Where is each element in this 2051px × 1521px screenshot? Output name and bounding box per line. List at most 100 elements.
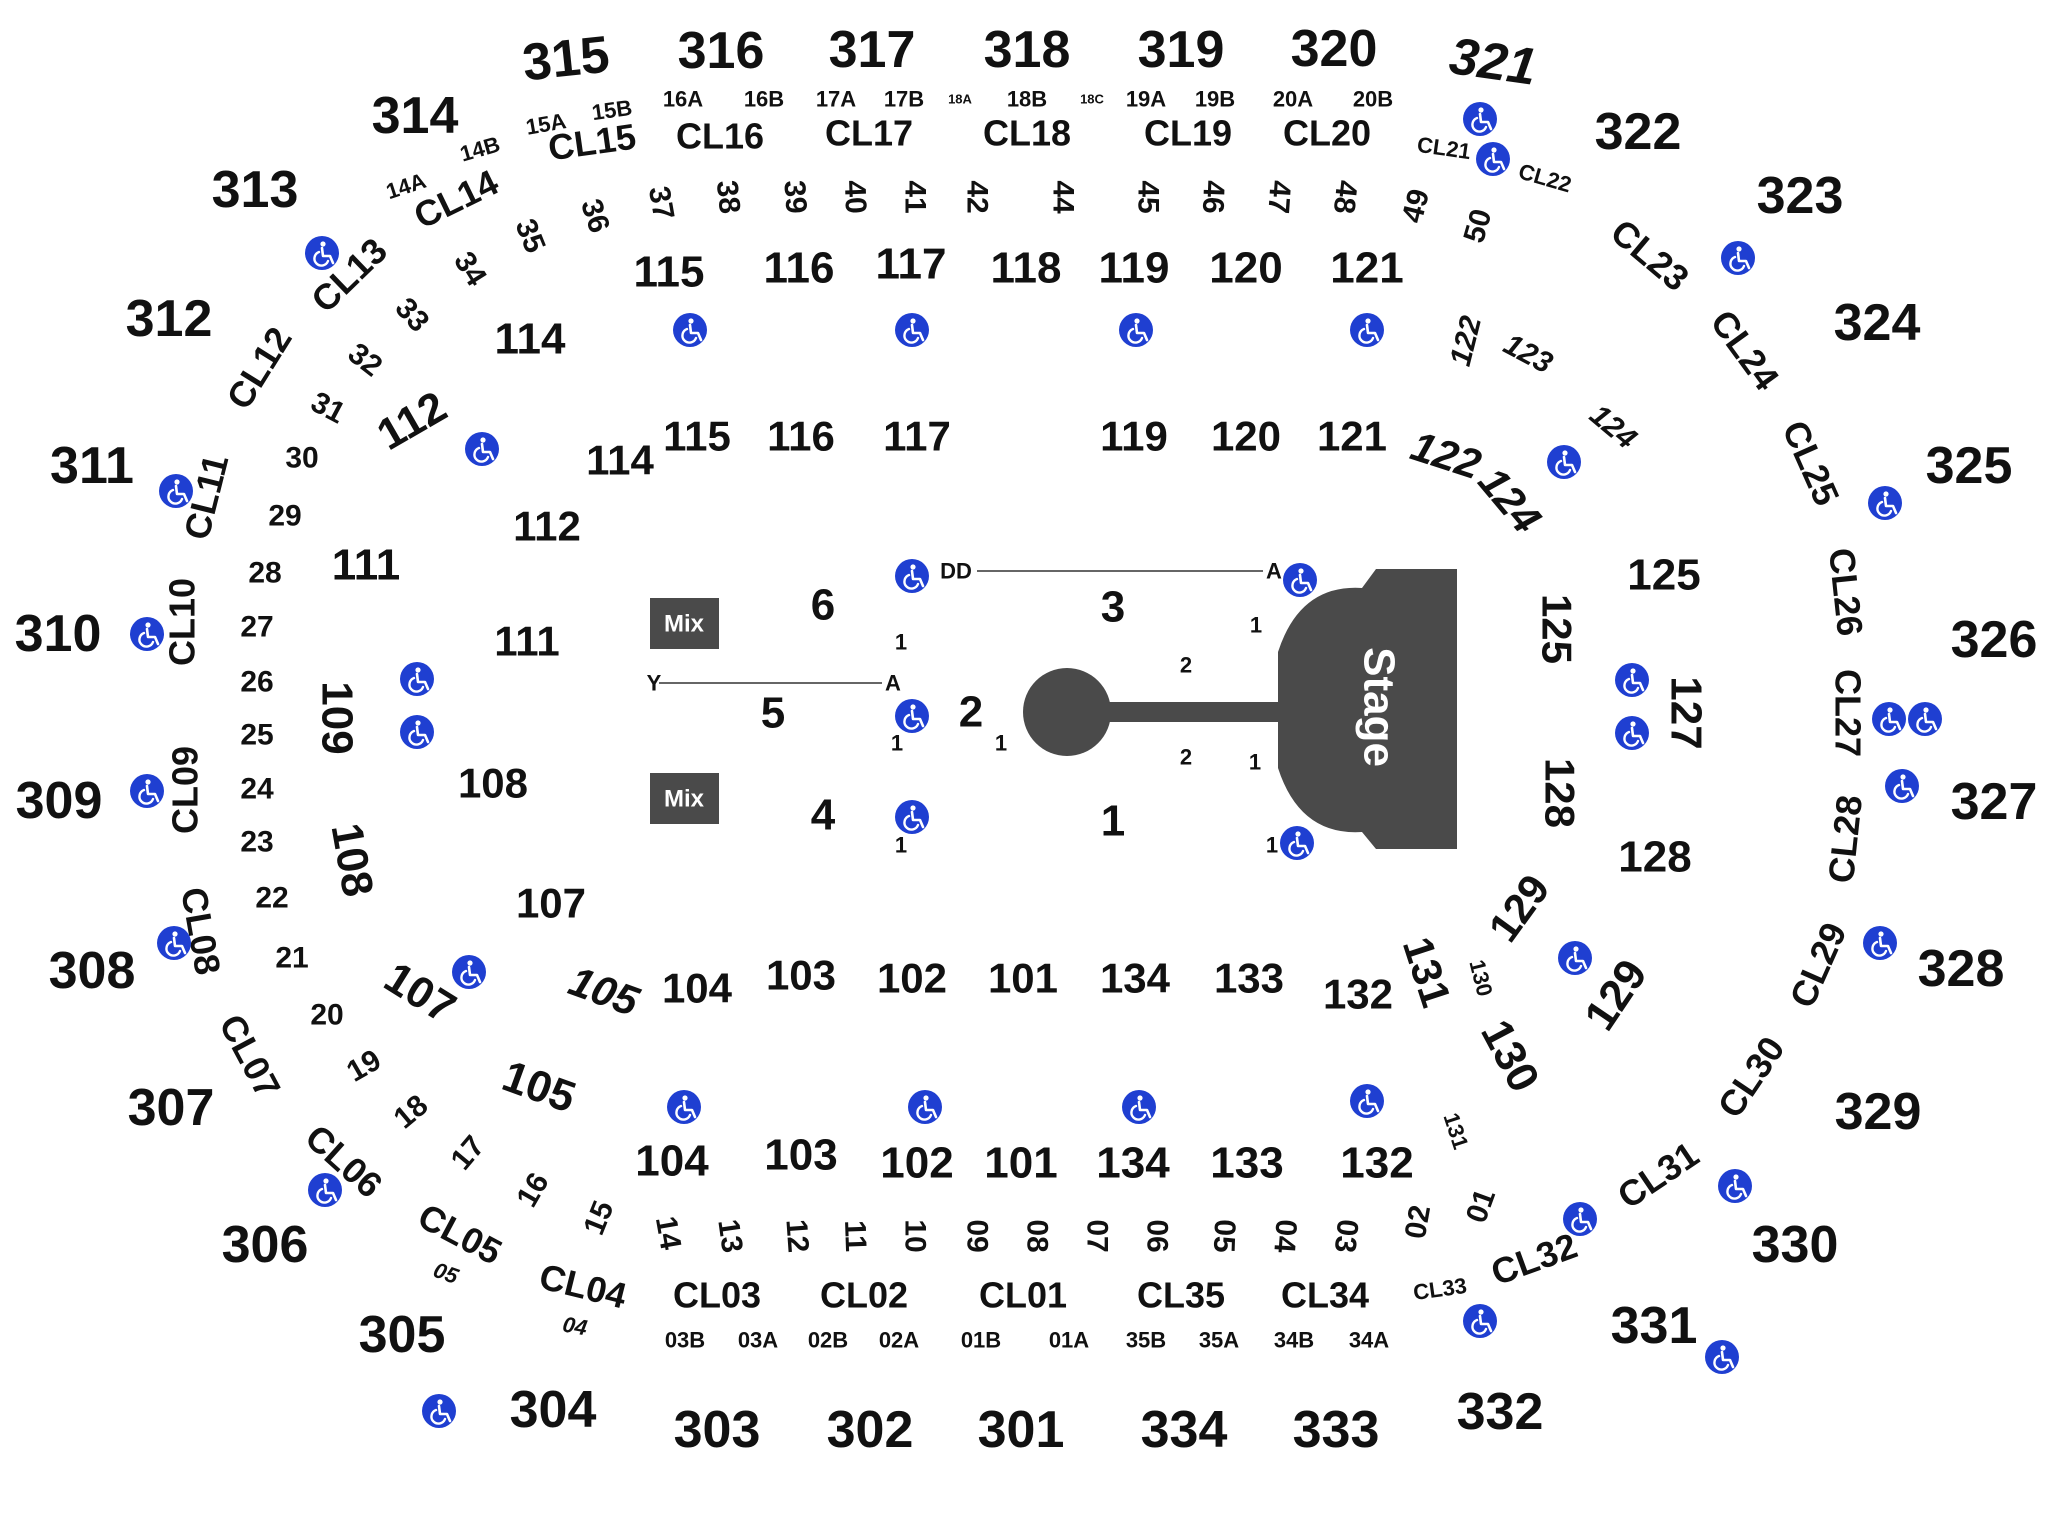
club-box[interactable]: CL04 [535,1255,630,1316]
club-box[interactable]: CL31 [1610,1133,1706,1216]
club-box[interactable]: CL12 [218,320,299,416]
floor-section[interactable]: 6 [811,581,835,630]
club-box[interactable]: CL02 [820,1275,908,1316]
lower-section[interactable]: 119 [1099,244,1170,293]
upper-section[interactable]: 313 [212,161,299,219]
lower-section-inner[interactable]: 101 [988,955,1058,1002]
club-box[interactable]: CL20 [1283,113,1371,154]
lower-section-inner[interactable]: 133 [1214,955,1284,1002]
club-box[interactable]: CL10 [162,578,203,666]
lower-section[interactable]: 133 [1210,1139,1283,1188]
upper-section[interactable]: 330 [1752,1216,1839,1274]
lower-section[interactable]: 111 [332,541,401,590]
upper-section[interactable]: 317 [829,21,916,79]
upper-section[interactable]: 324 [1834,294,1921,352]
lower-section-inner[interactable]: 122 [1405,422,1486,488]
lower-section-inner[interactable]: 102 [877,955,947,1002]
lower-section-inner[interactable]: 128 [1537,758,1584,828]
lower-section-inner[interactable]: 121 [1317,413,1387,460]
upper-section[interactable]: 305 [359,1306,446,1364]
lower-section-inner[interactable]: 129 [1479,866,1558,950]
club-box[interactable]: CL29 [1781,916,1854,1013]
upper-section[interactable]: 310 [15,605,102,663]
lower-section-inner[interactable]: 116 [767,413,835,460]
upper-section[interactable]: 311 [50,437,134,495]
upper-section[interactable]: 329 [1835,1083,1922,1141]
floor-section[interactable]: 2 [959,688,983,737]
upper-section[interactable]: 315 [520,26,612,93]
lower-section[interactable]: 118 [991,244,1062,293]
upper-section[interactable]: 309 [16,772,103,830]
lower-section[interactable]: 107 [376,953,464,1033]
club-box[interactable]: CL32 [1486,1225,1583,1294]
club-box[interactable]: CL27 [1828,669,1869,757]
lower-section-inner[interactable]: 117 [883,413,951,460]
lower-section[interactable]: 108 [321,820,382,901]
lower-section-inner[interactable]: 112 [513,503,581,550]
lower-section[interactable]: 112 [369,382,455,460]
club-box[interactable]: CL24 [1703,302,1788,397]
lower-section-inner[interactable]: 108 [458,760,528,807]
lower-section[interactable]: 128 [1618,833,1691,882]
lower-section[interactable]: 132 [1340,1139,1413,1188]
upper-section[interactable]: 304 [510,1381,597,1439]
upper-section[interactable]: 301 [978,1401,1065,1459]
lower-section[interactable]: 109 [313,681,362,754]
lower-section[interactable]: 125 [1627,551,1700,600]
floor-section[interactable]: 5 [761,689,785,738]
club-box[interactable]: CL34 [1281,1275,1369,1316]
upper-section[interactable]: 316 [678,22,765,80]
upper-section[interactable]: 325 [1926,437,2013,495]
club-box[interactable]: CL23 [1603,211,1697,299]
lower-section-inner[interactable]: 103 [766,952,836,999]
upper-section[interactable]: 331 [1611,1297,1698,1355]
lower-section-inner[interactable]: 119 [1100,413,1168,460]
upper-section[interactable]: 318 [984,21,1071,79]
lower-section[interactable]: 101 [984,1139,1057,1188]
lower-section[interactable]: 130 [1471,1012,1549,1100]
lower-section[interactable]: 127 [1662,676,1711,749]
lower-section-inner[interactable]: 131 [1394,931,1460,1012]
floor-section[interactable]: 1 [1101,797,1125,846]
lower-section[interactable]: 134 [1096,1139,1170,1188]
lower-section[interactable]: 121 [1330,244,1403,293]
lower-section[interactable]: 105 [496,1051,582,1122]
upper-section[interactable]: 327 [1951,773,2038,831]
upper-section[interactable]: 306 [222,1216,309,1274]
club-box[interactable]: CL09 [165,746,206,834]
club-box[interactable]: CL28 [1820,793,1870,885]
upper-section[interactable]: 303 [674,1401,761,1459]
lower-section-inner[interactable]: 134 [1100,955,1171,1002]
upper-section[interactable]: 308 [49,942,136,1000]
upper-section[interactable]: 307 [128,1079,215,1137]
lower-section[interactable]: 120 [1209,244,1282,293]
club-box[interactable]: CL07 [211,1008,289,1105]
lower-section[interactable]: 117 [876,240,947,289]
club-box[interactable]: CL05 [412,1195,509,1273]
club-box[interactable]: CL19 [1144,113,1232,154]
lower-section-inner[interactable]: 114 [586,437,654,484]
lower-section-inner[interactable]: 132 [1323,971,1393,1018]
club-box[interactable]: CL03 [673,1275,761,1316]
club-box[interactable]: CL01 [979,1275,1067,1316]
club-box[interactable]: CL25 [1774,414,1847,511]
club-box[interactable]: CL26 [1821,546,1871,638]
upper-section[interactable]: 312 [126,290,213,348]
lower-section[interactable]: 115 [634,248,705,297]
lower-section-inner[interactable]: 115 [663,413,731,460]
upper-section[interactable]: 314 [372,87,459,145]
club-box[interactable]: CL17 [825,113,913,154]
upper-section[interactable]: 333 [1293,1401,1380,1459]
lower-section-inner[interactable]: 111 [494,618,559,665]
lower-section[interactable]: 104 [635,1137,709,1186]
floor-section[interactable]: 4 [811,791,836,840]
upper-section[interactable]: 323 [1757,167,1844,225]
upper-section[interactable]: 322 [1595,103,1682,161]
lower-section[interactable]: 114 [495,315,567,364]
lower-section-inner[interactable]: 105 [563,957,646,1025]
lower-section-inner[interactable]: 120 [1211,413,1281,460]
club-box[interactable]: CL35 [1137,1275,1225,1316]
lower-section-inner[interactable]: 124 [1469,458,1550,542]
lower-section[interactable]: 102 [880,1139,953,1188]
upper-section[interactable]: 326 [1951,611,2038,669]
